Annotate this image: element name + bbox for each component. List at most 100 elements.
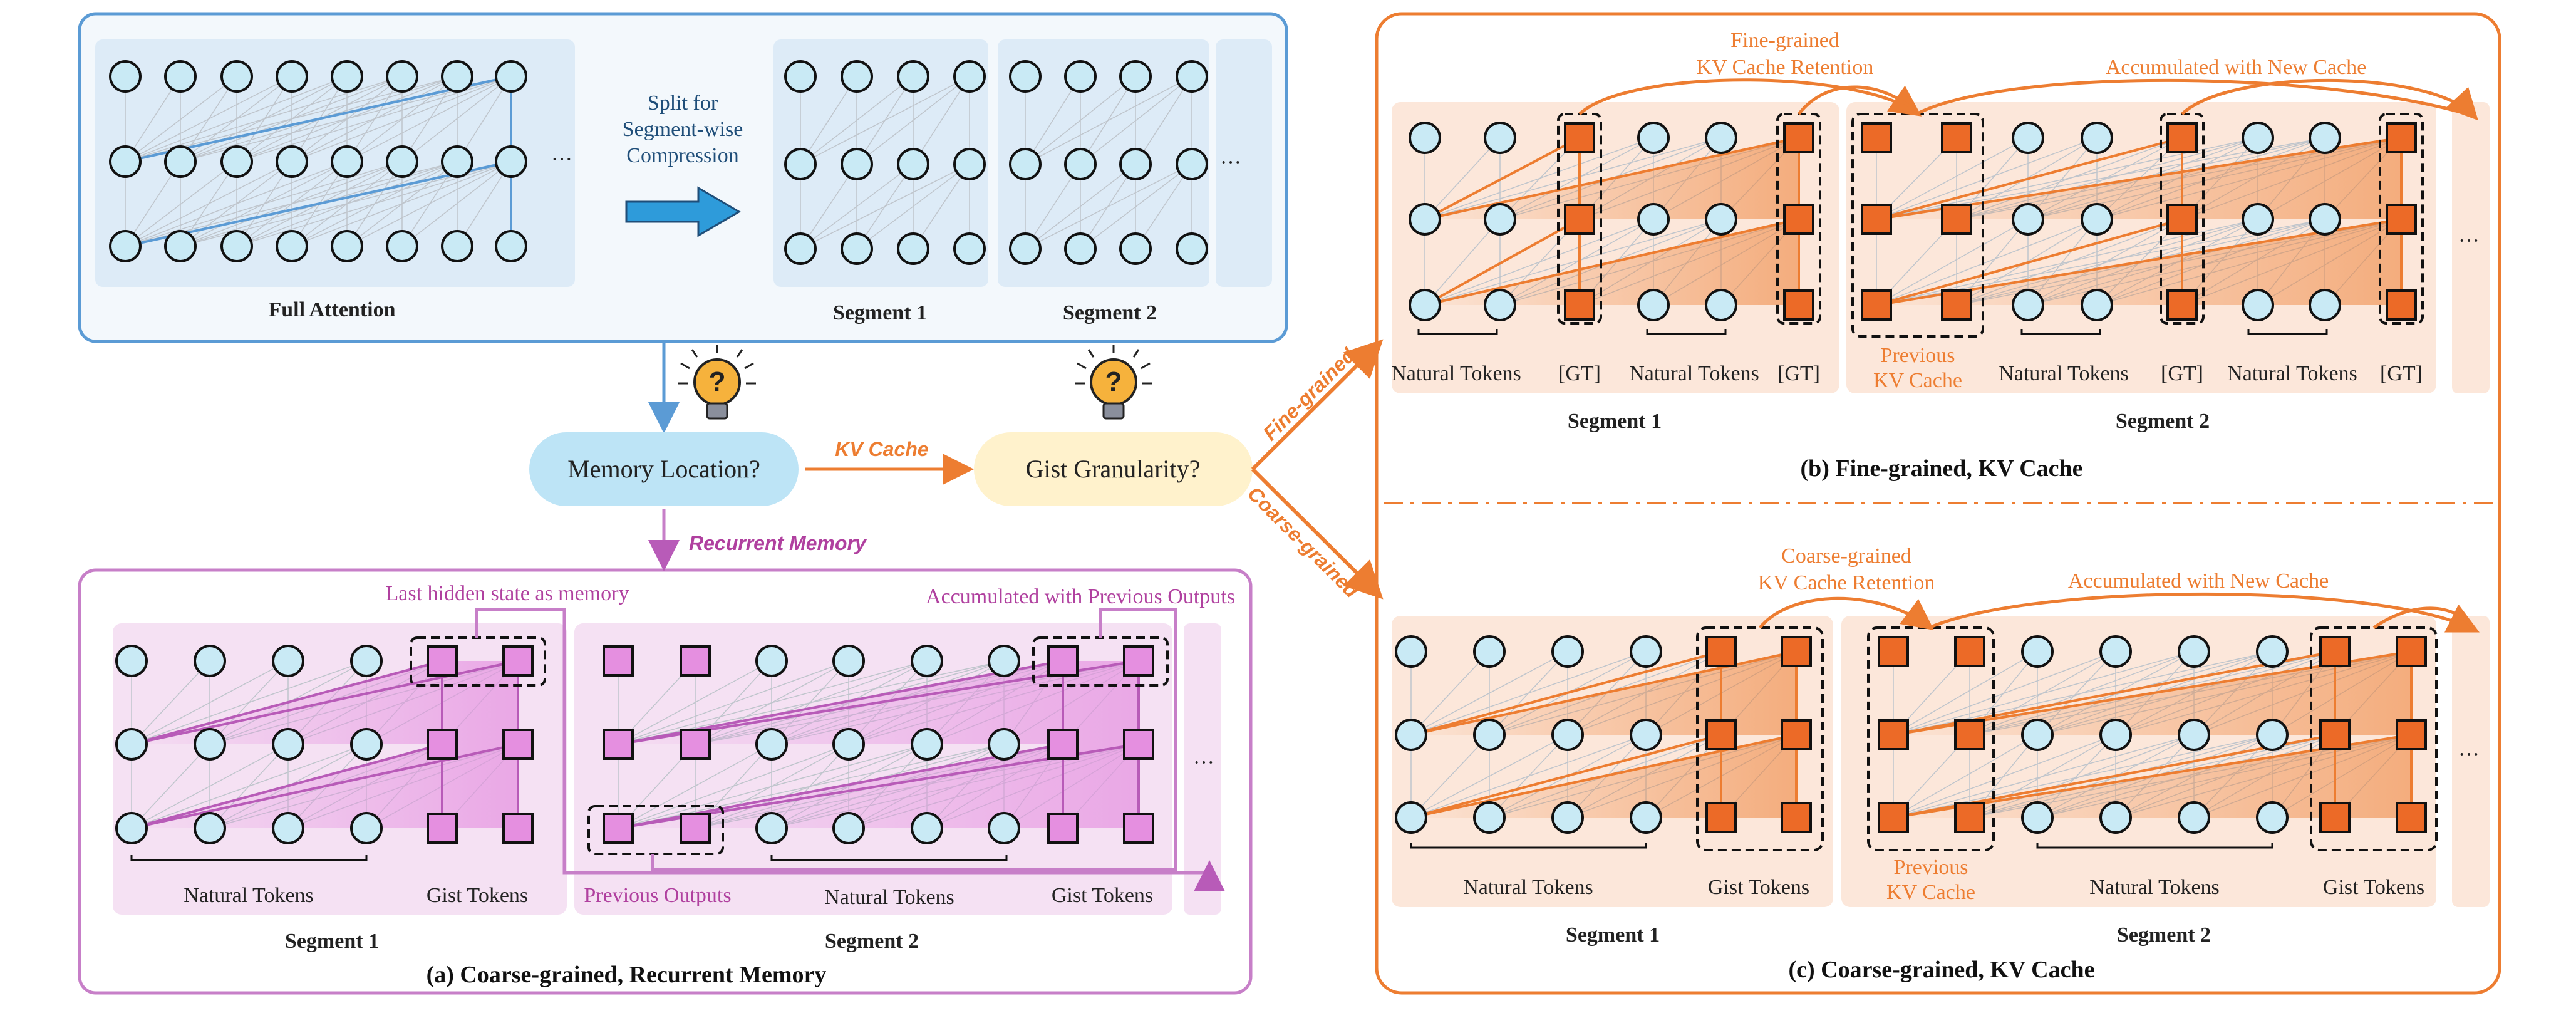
edge <box>1424 137 1722 220</box>
token-node <box>1119 148 1152 180</box>
a-natural-tokens-2: Natural Tokens <box>824 886 954 909</box>
token-node <box>1473 635 1506 668</box>
kv-cache-edge-label: KV Cache <box>835 438 928 460</box>
token-node <box>441 145 473 178</box>
token-node <box>194 728 226 761</box>
a-gist-tokens-1: Gist Tokens <box>427 884 528 907</box>
split-arrow <box>625 186 741 237</box>
split-label-line2: Segment-wise <box>623 118 743 141</box>
token-node <box>784 232 817 265</box>
gist-token-node <box>1564 204 1595 235</box>
token-node <box>1551 719 1584 751</box>
token-node <box>2178 801 2210 834</box>
a-previous-outputs: Previous Outputs <box>584 884 731 907</box>
edge <box>236 76 292 162</box>
token-node <box>495 230 527 262</box>
edge <box>856 76 914 165</box>
gist-granularity-node <box>974 432 1253 506</box>
token-node <box>841 60 873 93</box>
token-node <box>2178 635 2210 668</box>
edge <box>236 161 292 247</box>
gist-token-node <box>1123 645 1154 677</box>
gist-token-node <box>603 729 634 760</box>
gist-token-node <box>1954 802 1985 833</box>
token-node <box>350 812 383 844</box>
memory-highlight-edges <box>131 137 2413 829</box>
edge <box>800 164 857 249</box>
edge <box>1025 164 1081 249</box>
lightbulb-icon: ? <box>1075 345 1152 420</box>
token-node <box>2242 122 2274 154</box>
edge <box>1080 76 1136 165</box>
b-natural-tokens-1: Natural Tokens <box>1391 362 1521 385</box>
gist-token-node <box>1783 289 1814 321</box>
token-node <box>164 230 197 262</box>
gist-token-node <box>2386 122 2417 153</box>
gist-token-node <box>1123 729 1154 760</box>
token-node <box>2256 635 2289 668</box>
b-previous-line2: KV Cache <box>1873 369 1962 392</box>
token-node <box>194 645 226 677</box>
token-node <box>272 645 304 677</box>
token-node <box>755 728 788 761</box>
gist-token-node <box>680 645 711 677</box>
token-node <box>953 148 986 180</box>
token-node <box>1484 203 1516 236</box>
a-natural-tokens-1: Natural Tokens <box>184 884 314 907</box>
token-node <box>2081 122 2113 154</box>
token-node <box>2178 719 2210 751</box>
b-retention-line1: Fine-grained <box>1730 29 1839 52</box>
token-node <box>2242 289 2274 321</box>
token-node <box>109 145 142 178</box>
token-node <box>1176 60 1208 93</box>
edge <box>1424 219 1722 306</box>
edge <box>125 161 181 247</box>
segment3-box-partial <box>1216 39 1272 287</box>
edge <box>346 76 403 162</box>
token-node <box>2012 122 2044 154</box>
edge <box>346 161 403 247</box>
edge <box>1080 76 1192 165</box>
token-node <box>841 232 873 265</box>
b-natural-tokens-4: Natural Tokens <box>2227 362 2357 385</box>
token-node <box>911 812 943 844</box>
gist-token-node <box>1783 122 1814 153</box>
token-node <box>1009 148 1042 180</box>
edge <box>401 76 512 162</box>
token-node <box>832 728 865 761</box>
c-segment2-label: Segment 2 <box>2117 923 2211 947</box>
coarse-grained-edge-label: Coarse-grained <box>1243 482 1363 602</box>
gist-token-node <box>1878 719 1909 750</box>
token-node <box>1484 289 1516 321</box>
edge <box>1893 734 2038 818</box>
token-node <box>1395 801 1427 834</box>
gist-token-node <box>1705 719 1737 750</box>
edge <box>1135 76 1192 165</box>
gist-token-node <box>2319 719 2351 750</box>
gist-token-node <box>1878 802 1909 833</box>
gist-token-node <box>2166 204 2198 235</box>
gist-token-node <box>2319 802 2351 833</box>
c-retention-line2: KV Cache Retention <box>1758 571 1935 595</box>
token-node <box>988 645 1020 677</box>
token-node <box>988 812 1020 844</box>
b-retention-line2: KV Cache Retention <box>1697 56 1874 79</box>
edge <box>180 76 292 162</box>
edge <box>913 76 970 165</box>
token-node <box>276 60 308 93</box>
token-node <box>495 60 527 93</box>
token-node <box>194 812 226 844</box>
token-node <box>441 60 473 93</box>
top-segment1-label: Segment 1 <box>833 301 927 325</box>
gist-token-node <box>603 813 634 844</box>
token-node <box>1409 289 1441 321</box>
edge <box>125 76 181 162</box>
c-seg3-box-partial <box>2452 616 2490 907</box>
edge <box>1410 734 1490 818</box>
c-previous-line1: Previous <box>1894 856 1968 879</box>
token-node <box>331 145 363 178</box>
token-node <box>1705 122 1737 154</box>
token-node <box>115 728 148 761</box>
edge <box>1424 137 1501 220</box>
token-node <box>2081 203 2113 236</box>
